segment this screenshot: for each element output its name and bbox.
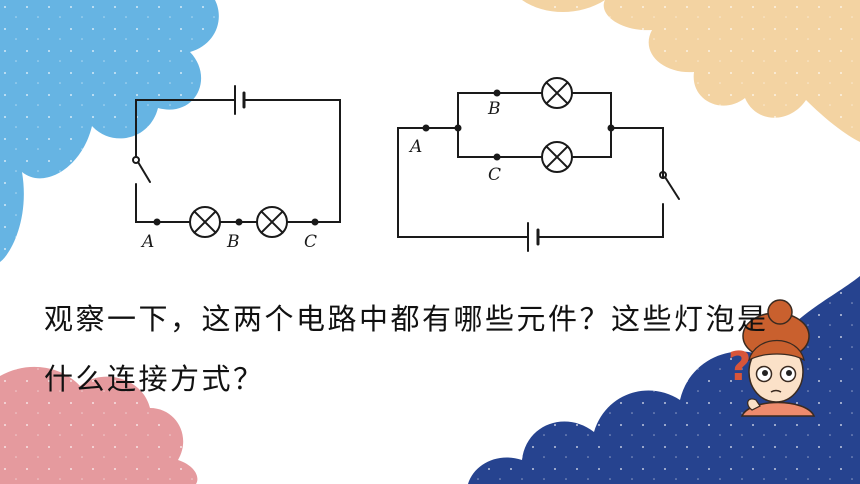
node-label: C	[304, 232, 317, 252]
question-mark-icon: ?	[728, 344, 751, 390]
junction-dot	[235, 218, 243, 226]
lamp-icon	[189, 206, 221, 238]
junction-dot	[153, 218, 161, 226]
lamp-icon	[256, 206, 288, 238]
series-circuit-diagram	[132, 85, 341, 238]
junction-dot	[422, 124, 430, 132]
cloud-blue-top-left	[0, 0, 219, 262]
cloud-pink-bottom-left	[0, 366, 198, 484]
node-label: B	[487, 99, 501, 119]
node-label: C	[488, 165, 501, 185]
cloud-navy-bottom-right	[468, 276, 860, 484]
question-line-2: 什么连接方式？	[44, 362, 265, 396]
junction-dot	[311, 218, 319, 226]
switch-icon	[132, 156, 151, 183]
thinking-girl-icon: ?	[728, 299, 816, 417]
junction-dot	[493, 89, 501, 97]
series-wire	[135, 99, 236, 158]
lamp-icon	[541, 77, 573, 109]
junction-dot	[607, 124, 615, 132]
parallel-circuit-diagram	[397, 77, 680, 252]
node-label: A	[408, 137, 422, 157]
lamp-icon	[541, 141, 573, 173]
junction-dot	[493, 153, 501, 161]
cloud-peach-top-right	[522, 0, 860, 142]
battery-icon	[527, 222, 540, 252]
battery-icon	[234, 85, 246, 115]
node-label: A	[140, 232, 154, 252]
junction-dot	[454, 124, 462, 132]
question-line-1: 观察一下，这两个电路中都有哪些元件？这些灯泡是	[44, 302, 769, 336]
switch-icon	[659, 171, 680, 200]
node-label: B	[226, 232, 240, 252]
